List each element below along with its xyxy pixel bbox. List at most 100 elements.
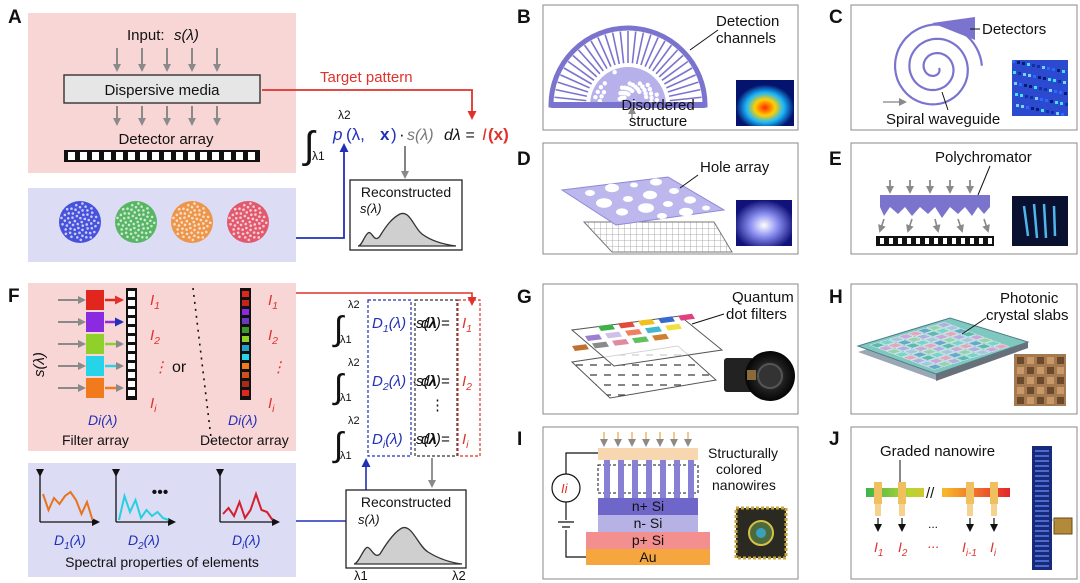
speckle-cell (1057, 69, 1060, 72)
speckle-dot (201, 222, 205, 225)
photonic-slab (895, 345, 912, 352)
f-s-label: s(λ) (31, 352, 48, 377)
speckle-dot (127, 216, 130, 219)
panel-a: A Input: s(λ) Dispersive media Detector … (8, 7, 509, 262)
nanowire (688, 460, 694, 498)
target-pattern-label: Target pattern (320, 69, 413, 86)
speckle-dot (133, 226, 136, 230)
chip-pad (1035, 475, 1049, 477)
eq-d: dλ = (421, 373, 450, 390)
disorder-hole (645, 82, 650, 88)
speckle-dot (82, 213, 85, 217)
disorder-hole (637, 89, 642, 94)
speckle-dot (249, 202, 252, 205)
detector-pixel (889, 238, 893, 244)
photonic-slab (877, 345, 894, 352)
contact-lead (967, 504, 973, 516)
chip-pad (1035, 545, 1049, 547)
speckle-dot (142, 227, 145, 230)
speckle-dot (185, 219, 189, 223)
photonic-slab (941, 337, 958, 343)
speckle-cell (1055, 101, 1058, 104)
photo-cell (1047, 387, 1054, 394)
speckle-dot (141, 235, 144, 239)
photonic-slab (897, 333, 915, 340)
speckle-dot (117, 222, 120, 226)
speckle-dot (73, 228, 76, 231)
eq-s: s(λ) (407, 127, 434, 144)
eq-lower: λ1 (340, 392, 352, 404)
detector-pixel (128, 300, 135, 306)
speckle-dot (64, 228, 67, 231)
qd-filter (618, 321, 635, 329)
speckle-cell (1033, 75, 1036, 78)
axis-lambda-2: λ2 (452, 568, 466, 583)
speckle-dot (76, 222, 80, 226)
qd-filter (605, 331, 622, 339)
speckle-dot (178, 216, 182, 220)
speckle-dot (252, 205, 255, 208)
speckle-dot (193, 228, 196, 232)
speckle-cell (1013, 71, 1016, 74)
contact-pad (966, 482, 974, 504)
qd-filter (572, 344, 589, 351)
speckle-dot (79, 216, 82, 220)
speckle-cell (1059, 91, 1062, 94)
detection-channel-arc (548, 25, 708, 108)
photonic-slab (956, 349, 973, 356)
detector-pixel (925, 238, 929, 244)
speckle-dot (136, 220, 140, 224)
disorder-hole (649, 95, 654, 101)
detector-pixel (128, 390, 135, 396)
disordered-holes (593, 69, 660, 106)
photonic-slab (925, 330, 942, 337)
speckle-dot (196, 231, 200, 234)
detection-label-2: channels (716, 30, 776, 47)
detector-pixel (68, 152, 75, 160)
detection-channel (597, 37, 612, 67)
svg-text:I1: I1 (268, 292, 278, 312)
detection-label-1: Detection (716, 13, 779, 30)
input-label: Input: (127, 27, 165, 44)
panel-b-letter: B (517, 7, 531, 28)
photonic-slab (948, 346, 965, 352)
speckle-dot (182, 235, 185, 239)
qd-filter (638, 319, 655, 326)
speckle-dot (193, 209, 196, 212)
svg-text:D1(λ): D1(λ) (54, 532, 86, 552)
or-label: or (172, 359, 187, 376)
chip-pad (1035, 535, 1049, 537)
panel-h-letter: H (829, 287, 843, 308)
hole (585, 190, 595, 196)
svg-text:p+ Si: p+ Si (632, 532, 664, 548)
qd-label-1: Quantum (732, 289, 794, 306)
spectral-properties-plots (36, 469, 280, 526)
photonic-slab (940, 343, 957, 349)
speckle-cell (1047, 67, 1050, 70)
svg-text:Ii-1: Ii-1 (962, 539, 977, 559)
detector-pixel (242, 336, 249, 342)
qd-label-2: dot filters (726, 306, 787, 323)
panel-d-letter: D (517, 149, 531, 170)
speckle-dot (190, 231, 193, 235)
photonic-slab (934, 328, 951, 334)
photonic-slab (928, 358, 945, 364)
speckle-dot (176, 232, 180, 236)
detection-channel (655, 49, 679, 75)
speckle-dot (228, 216, 231, 220)
photonic-slab (935, 322, 953, 328)
speckle-dot (84, 205, 87, 208)
photo-cell (1037, 357, 1044, 364)
speckle-dot (246, 205, 250, 209)
chip-pad (1035, 470, 1049, 472)
spiral-leader (941, 91, 949, 111)
photonic-slab (976, 337, 994, 344)
speckle-dot (88, 231, 92, 235)
polychromator-leader (977, 165, 991, 196)
speckle-dot (188, 222, 192, 226)
speckle-dot (186, 203, 190, 207)
eq-dot: · (412, 315, 417, 332)
speckle-dot (193, 234, 196, 238)
speckle-cell (1040, 98, 1043, 101)
speckle-cell (1052, 68, 1055, 71)
